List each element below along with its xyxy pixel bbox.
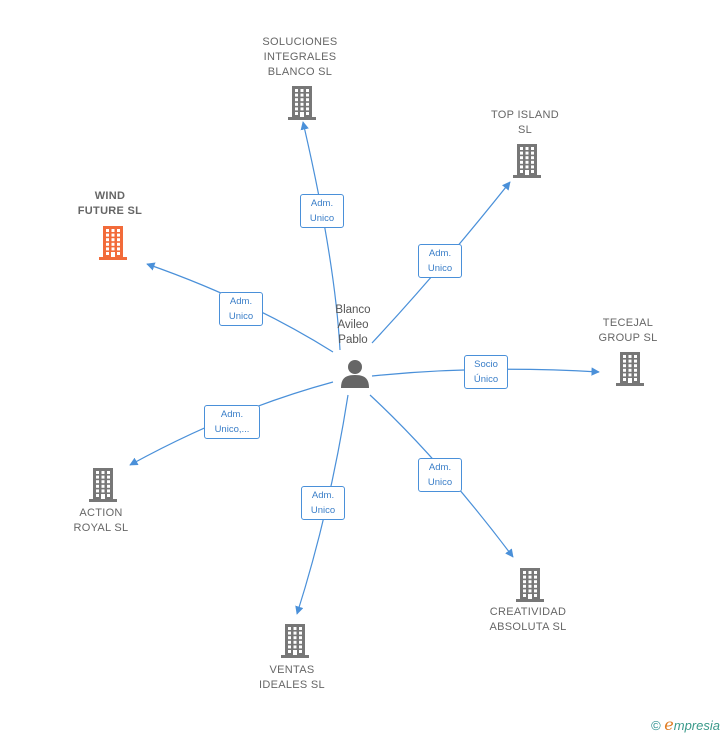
node-label-creatividad[interactable]: CREATIVIDAD ABSOLUTA SL [489,606,567,633]
node-label-wind-future[interactable]: WIND FUTURE SL [77,190,143,217]
person-icon[interactable] [340,358,370,388]
building-icon-wind-future[interactable] [98,224,128,260]
empresia-brand: © empresia [651,715,720,734]
brand-e: e [664,715,674,734]
brand-rest: mpresia [673,718,720,733]
building-icon-ventas[interactable] [280,622,310,658]
edge-label-ventas[interactable]: Adm. Unico [301,486,345,520]
copyright-icon: © [651,718,661,733]
node-label-soluciones[interactable]: SOLUCIONES INTEGRALES BLANCO SL [262,36,338,78]
node-label-top-island[interactable]: TOP ISLAND SL [490,109,559,136]
edge-soluciones [300,121,341,351]
edge-label-top-island[interactable]: Adm. Unico [418,244,462,278]
edge-label-tecejal[interactable]: Socio Único [464,355,508,389]
edge-label-soluciones[interactable]: Adm. Unico [300,194,344,228]
building-icon-action-royal[interactable] [88,466,118,502]
node-label-tecejal[interactable]: TECEJAL GROUP SL [598,317,658,344]
edge-label-wind-future[interactable]: Adm. Unico [219,292,263,326]
center-person-name[interactable]: Blanco Avileo Pablo [335,304,371,346]
edge-label-creatividad[interactable]: Adm. Unico [418,458,462,492]
building-icon-top-island[interactable] [512,142,542,178]
node-label-ventas[interactable]: VENTAS IDEALES SL [259,664,325,691]
building-icon-creatividad[interactable] [515,566,545,602]
node-label-action-royal[interactable]: ACTION ROYAL SL [73,507,129,534]
building-icon-soluciones[interactable] [287,84,317,120]
building-icon-tecejal[interactable] [615,350,645,386]
edge-label-action-royal[interactable]: Adm. Unico,... [204,405,260,439]
